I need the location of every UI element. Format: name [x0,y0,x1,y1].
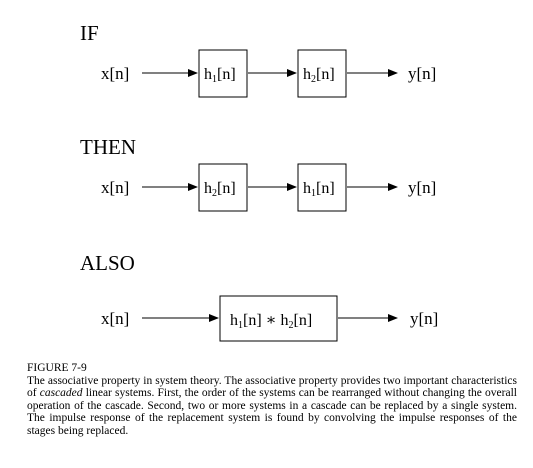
output-signal: y[n] [408,178,436,197]
system-label: h1[n] [303,180,335,199]
caption-text-end: linear systems. First, the order of the … [27,387,517,437]
combined-system-label: h1[n]∗h2[n] [230,312,312,331]
caption-emphasis: cascaded [39,387,83,400]
system-box [297,163,347,212]
output-signal: y[n] [410,309,438,328]
combined-system-box [219,295,338,342]
system-label: h2[n] [204,180,236,199]
section-title-also: ALSO [80,251,135,275]
system-box [297,49,347,98]
figure-label: FIGURE 7-9 [27,362,87,374]
system-label: h2[n] [303,66,335,85]
system-label: h1[n] [204,66,236,85]
figure-caption: FIGURE 7-9 The associative property in s… [27,362,517,438]
system-box [198,49,248,98]
output-signal: y[n] [408,64,436,83]
input-signal: x[n] [101,178,129,197]
section-title-if: IF [80,21,99,45]
section-also: ALSO x[n] h1[n]∗h2[n] y[n] [80,251,438,342]
caption-text-start: The associative property in system theor… [27,374,517,400]
system-box [198,163,248,212]
input-signal: x[n] [101,64,129,83]
section-if: IF x[n] h1[n] h2[n] y[n] [80,21,436,98]
caption-text: The associative property in system theor… [27,375,517,438]
input-signal: x[n] [101,309,129,328]
cascade-diagram: IF x[n] h1[n] h2[n] y[n] THEN x[n] h2[n]… [80,21,438,342]
section-then: THEN x[n] h2[n] h1[n] y[n] [80,135,436,212]
section-title-then: THEN [80,135,136,159]
